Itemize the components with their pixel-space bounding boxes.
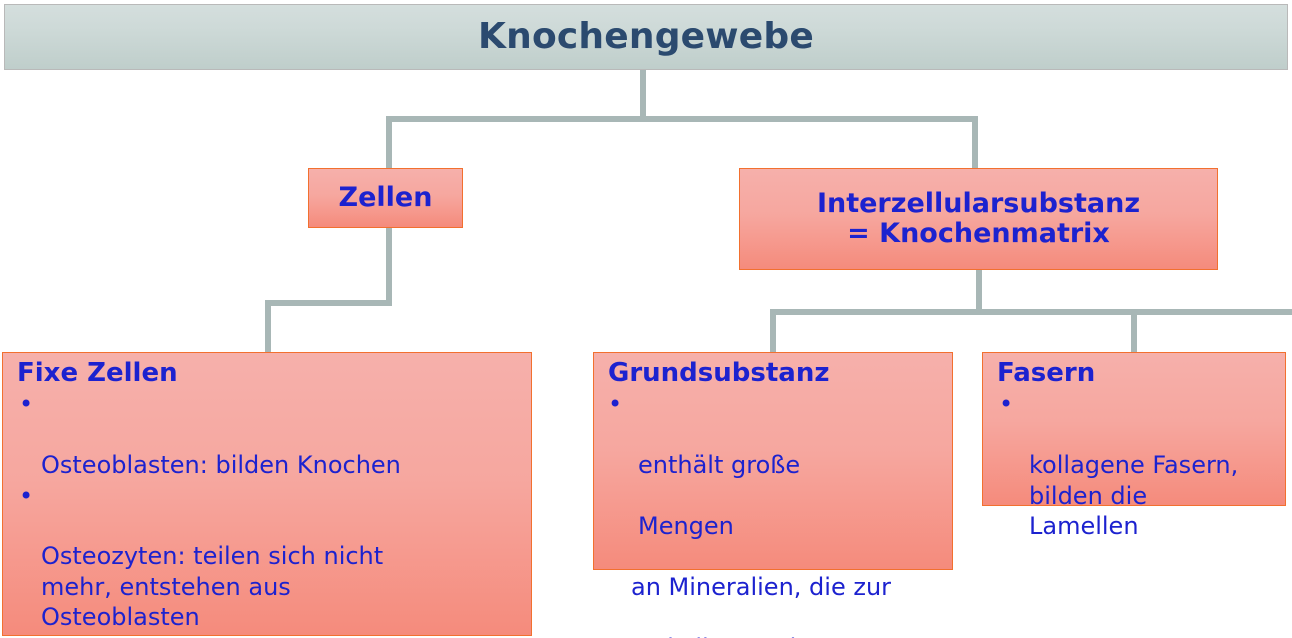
bullet-icon: • [608,390,623,419]
list-item-text: „Verkalkung“ der [608,633,946,638]
list-item: • kollagene Fasern, bilden die Lamellen [997,389,1279,541]
connector-interzellular-stem [976,270,982,312]
connector-zellen-elbow-horizontal [265,300,392,306]
node-grundsubstanz[interactable]: Grundsubstanz • enthält große Mengen an … [593,352,953,638]
list-item-text: an Mineralien, die zur [631,572,892,601]
diagram-title-banner: Knochengewebe [4,4,1288,70]
list-item: • Osteoklasten: bauen Knochen ab oder um… [17,633,523,638]
node-interzellularsubstanz-line2: = Knochenmatrix [847,218,1110,249]
list-item-text: Osteozyten: teilen sich nicht mehr, ents… [41,542,384,632]
fasern-bullet-list: • kollagene Fasern, bilden die Lamellen [997,389,1279,541]
list-item: • Osteozyten: teilen sich nicht mehr, en… [17,481,523,633]
bullet-icon: • [19,633,33,638]
connector-level2-bus [386,116,978,122]
node-interzellularsubstanz[interactable]: Interzellularsubstanz = Knochenmatrix [739,168,1218,270]
bullet-icon: • [19,481,34,510]
node-fixe-zellen[interactable]: Fixe Zellen • Osteoblasten: bilden Knoch… [2,352,532,638]
connector-to-fasern [1131,309,1137,355]
node-fasern[interactable]: Fasern • kollagene Fasern, bilden die La… [982,352,1286,540]
node-interzellularsubstanz-line1: Interzellularsubstanz [816,187,1141,219]
connector-zellen-to-fixe-zellen [265,300,271,354]
list-item-text: Osteoblasten: bilden Knochen [41,451,401,480]
node-fixe-zellen-heading: Fixe Zellen [17,358,178,388]
bullet-icon: • [19,390,34,419]
node-interzellularsubstanz-text: Interzellularsubstanz = Knochenmatrix [816,187,1141,249]
connector-to-zellen [386,116,392,170]
node-grundsubstanz-heading: Grundsubstanz [608,358,830,388]
page-title: Knochengewebe [478,16,814,57]
list-item-text: kollagene Fasern, bilden die Lamellen [1029,451,1239,540]
node-zellen[interactable]: Zellen [308,168,463,228]
connector-to-interzellularsubstanz [972,116,978,170]
list-item-text: enthält große [638,451,801,480]
list-item: • enthält große Mengen an Mineralien, di… [608,389,946,638]
connector-level3-bus [770,309,1292,315]
list-item: • Osteoblasten: bilden Knochen [17,389,523,480]
connector-to-grundsubstanz [770,309,776,355]
node-fasern-heading: Fasern [997,358,1096,388]
connector-root-stem [640,70,646,122]
connector-zellen-stem [386,228,392,306]
bullet-icon: • [999,390,1014,419]
list-item-text: Mengen [638,511,734,540]
grundsubstanz-bullet-list: • enthält große Mengen an Mineralien, di… [608,389,946,638]
node-zellen-label: Zellen [338,181,433,213]
fixe-zellen-bullet-list: • Osteoblasten: bilden Knochen • Osteozy… [17,389,523,638]
